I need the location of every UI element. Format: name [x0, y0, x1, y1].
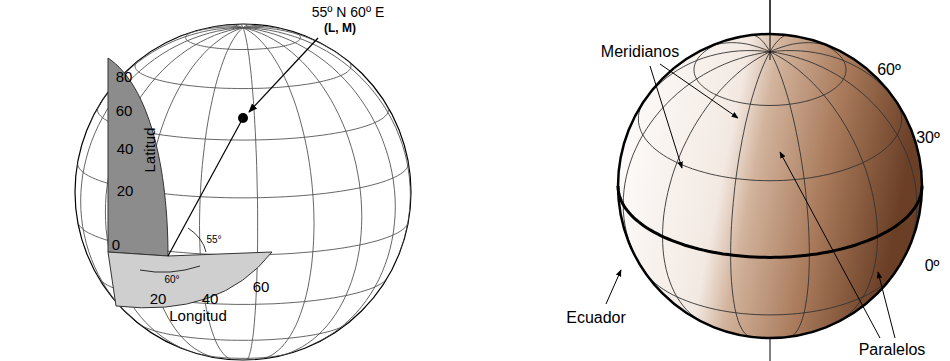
latitude-tick: 20 [117, 183, 134, 198]
latitude-tick: 0 [112, 237, 120, 252]
axis-line [770, 0, 771, 60]
latitude-tick: 40 [117, 141, 134, 156]
coordinate-label: 55º N 60º E [312, 5, 385, 19]
callout-label: Meridianos [601, 44, 679, 60]
angle-arc [140, 266, 200, 272]
angle-label: 55° [206, 235, 221, 245]
leader-arrow [780, 152, 880, 338]
leader-arrow [878, 272, 895, 338]
callout-label: Ecuador [566, 310, 626, 326]
angle-arc [188, 228, 206, 252]
leader-arrow [606, 270, 621, 304]
leader-arrow [660, 64, 738, 118]
leader-arrow [249, 38, 318, 112]
grid-lines [618, 35, 922, 338]
left-globe [75, 24, 411, 360]
equator-line [618, 186, 922, 257]
latitude-label: 30º [916, 130, 940, 146]
point-dot [238, 113, 248, 123]
longitude-tick: 40 [202, 291, 219, 306]
grid-lines [78, 24, 411, 360]
axis-title: Latitud [142, 127, 157, 172]
longitude-tick: 20 [150, 291, 167, 306]
longitude-tick: 60 [253, 279, 270, 294]
right-globe [618, 34, 922, 338]
latitude-label: 60º [877, 62, 901, 78]
leader-arrow [650, 66, 682, 168]
latitude-label: 0º [925, 258, 940, 274]
longitude-panel [108, 252, 272, 308]
angle-label: 60° [164, 275, 179, 285]
right-grid [618, 35, 922, 338]
axis-title: Longitud [169, 308, 227, 323]
latitude-tick: 60 [116, 103, 133, 118]
point-name: (L, M) [324, 22, 356, 34]
callout-label: Paralelos [859, 342, 926, 358]
radius-line [168, 118, 243, 256]
left-grid [78, 24, 411, 360]
right-globe-outline [618, 34, 922, 338]
latitude-panel [108, 58, 168, 256]
latitude-tick: 80 [116, 69, 133, 84]
